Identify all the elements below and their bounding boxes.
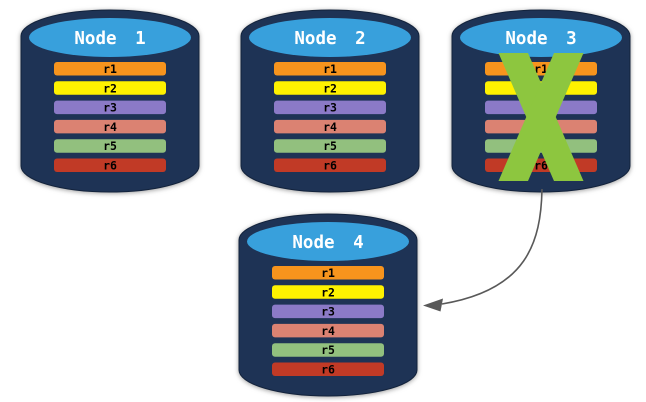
record-label: r2: [103, 81, 117, 95]
record-label: r6: [534, 159, 548, 173]
record-label: r2: [321, 285, 335, 299]
record-list: r1 r2 r3 r4 r5 r6: [272, 266, 384, 377]
record-bar: [272, 343, 384, 357]
cylinder-top-face: [29, 18, 191, 57]
record-bar: [272, 304, 384, 319]
record-label: r1: [103, 62, 117, 76]
record-bar: [54, 139, 166, 153]
db-node-4: Node 4 r1 r2 r3 r4 r5 r6: [238, 213, 418, 397]
record-bar: [54, 62, 166, 76]
record-bar: [54, 158, 166, 172]
record-label: r3: [103, 101, 117, 115]
arrow-curve: [441, 188, 543, 305]
record-bar: [54, 119, 166, 134]
node-title: Node 2: [294, 29, 365, 49]
record-list: r1 r2 r3 r4 r5 r6: [274, 62, 386, 173]
record-bar: [274, 139, 386, 153]
record-bar: [272, 266, 384, 280]
node-title: Node 1: [74, 29, 145, 49]
record-label: r6: [323, 159, 337, 173]
record-bar: [274, 62, 386, 76]
record-label: r3: [323, 101, 337, 115]
record-bar: [274, 81, 386, 95]
cylinder-top-face: [249, 18, 411, 57]
arrow-head: [423, 298, 443, 312]
record-label: r6: [321, 363, 335, 377]
record-bar: [272, 285, 384, 299]
record-bar: [54, 81, 166, 95]
record-label: r1: [534, 62, 548, 76]
record-label: r5: [103, 139, 117, 153]
record-label: r4: [103, 120, 117, 134]
record-bar: [272, 362, 384, 376]
record-bar: [274, 100, 386, 115]
record-list: r1 r2 r3 r4 r5 r6: [54, 62, 166, 173]
record-label: r1: [323, 62, 337, 76]
cylinder-top-face: [247, 222, 409, 261]
record-label: r6: [103, 159, 117, 173]
record-label: r4: [323, 120, 337, 134]
record-bar: [272, 323, 384, 338]
db-node-2: Node 2 r1 r2 r3 r4 r5 r6: [240, 9, 420, 193]
cylinder-top-face: [460, 18, 622, 57]
node-title: Node 4: [292, 233, 363, 253]
db-node-1: Node 1 r1 r2 r3 r4 r5 r6: [20, 9, 200, 193]
record-label: r2: [323, 81, 337, 95]
record-label: r5: [321, 343, 335, 357]
record-label: r4: [321, 324, 335, 338]
failure-x-icon: [498, 53, 584, 181]
record-bar: [274, 119, 386, 134]
record-label: r5: [323, 139, 337, 153]
record-bar: [54, 100, 166, 115]
node-title: Node 3: [505, 29, 576, 49]
record-bar: [274, 158, 386, 172]
record-label: r3: [321, 305, 335, 319]
db-node-3: Node 3 r1 r2 r3 r4 r5 r6: [451, 9, 631, 193]
record-label: r1: [321, 266, 335, 280]
